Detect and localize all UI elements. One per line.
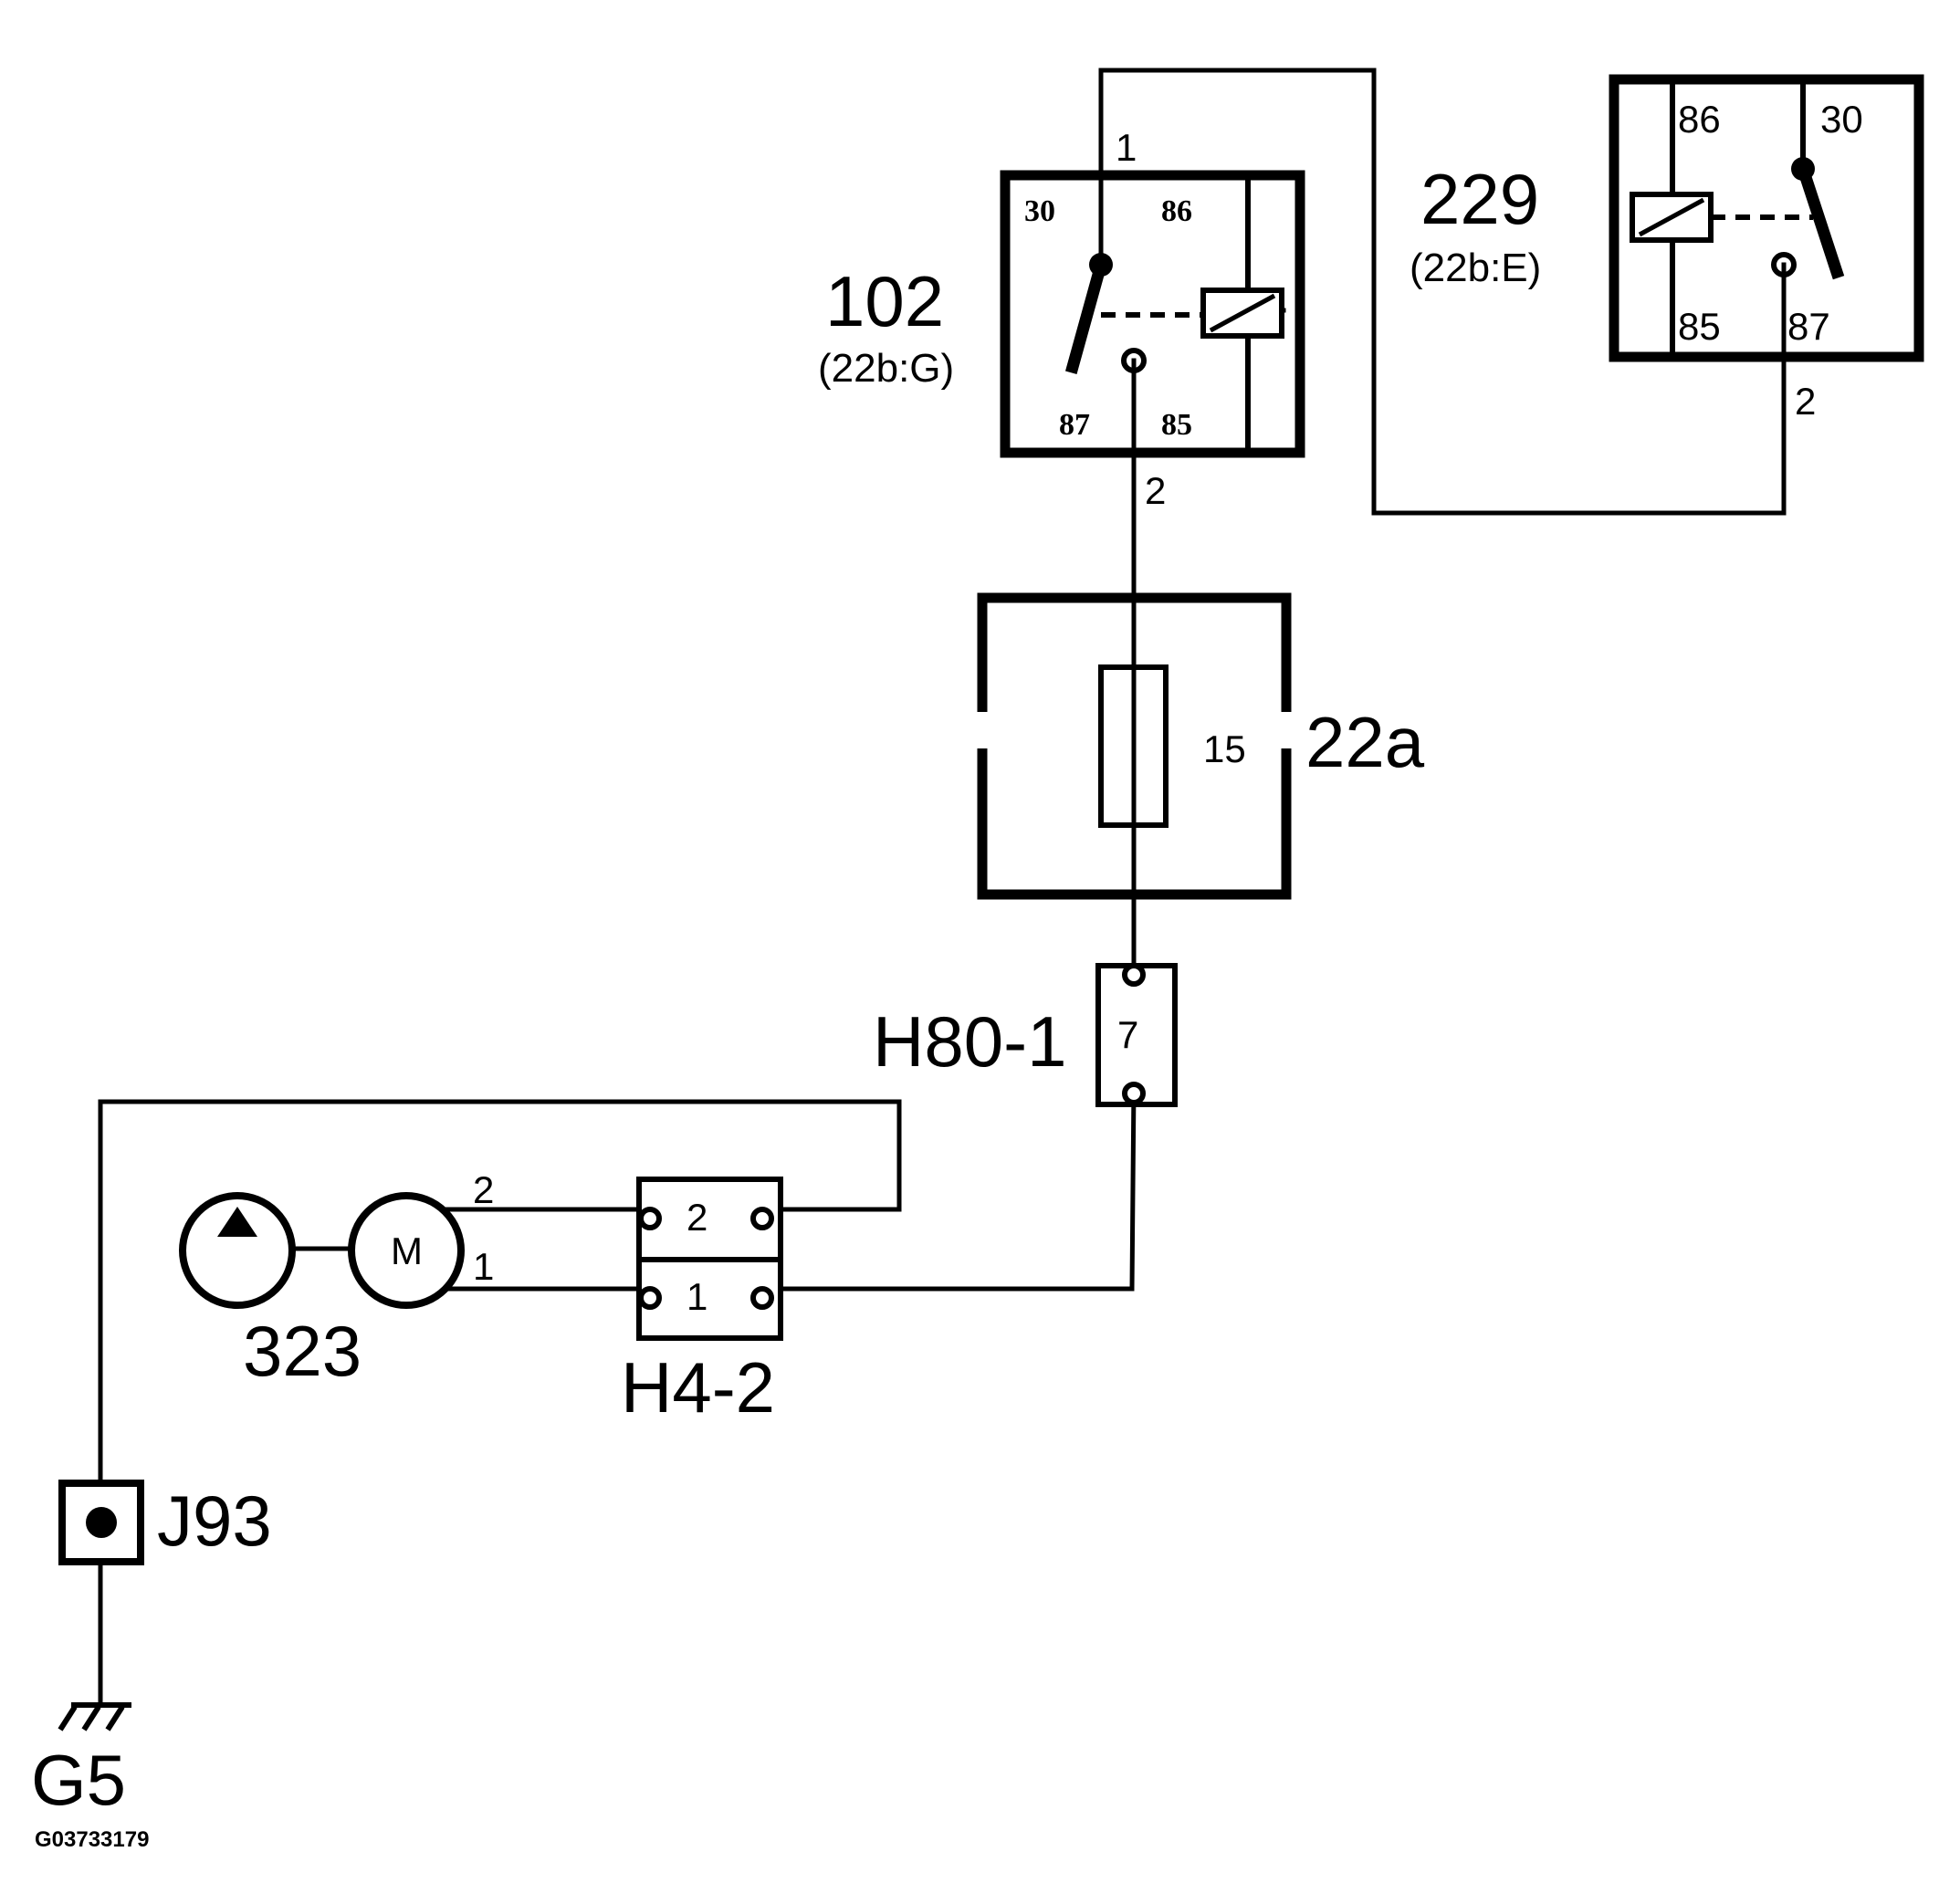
connector-h80-1-pin: 7 (1117, 1013, 1138, 1056)
wire-label-102-in: 1 (1116, 126, 1137, 169)
ground-symbol-tick-2 (81, 1705, 101, 1731)
relay-229-coil-diagonal (1638, 197, 1705, 237)
figure-id: G03733179 (35, 1827, 149, 1852)
pump-motor-323: M 2 1 323 (179, 1168, 498, 1391)
relay-102-coil-diagonal (1209, 293, 1276, 333)
connector-h4-2-label: H4-2 (621, 1347, 775, 1428)
connector-h80-1-label: H80-1 (873, 1001, 1066, 1082)
relay-102-label: 102 (825, 261, 944, 341)
connector-h80-1-terminal-top (1122, 963, 1146, 987)
junction-j93: J93 (58, 1480, 272, 1565)
fuse-box-22a: 15 22a (977, 592, 1425, 900)
relay-102-pin-86: 86 (1161, 194, 1192, 228)
relay-229-housing (1609, 74, 1924, 362)
wire-h80-to-h4 (757, 1083, 1137, 1292)
wire-102-to-229 (1098, 68, 1787, 516)
pump-arrow-icon (217, 1207, 257, 1237)
wires (98, 68, 1787, 1705)
relay-102-switch-blade (1065, 257, 1108, 374)
motor-wire-label-1: 1 (473, 1245, 494, 1288)
motor-wire-label-2: 2 (473, 1168, 494, 1211)
ground-symbol-tick-1 (58, 1705, 78, 1731)
ground-symbol-tick-3 (105, 1705, 125, 1731)
wire-label-229-out: 2 (1795, 380, 1816, 423)
relay-229-pin-30: 30 (1820, 98, 1863, 141)
relay-102-ref: (22b:G) (818, 346, 954, 391)
relay-229-pin-86: 86 (1678, 98, 1721, 141)
wire-h4-to-ground (98, 1099, 902, 1705)
relay-102: 30 86 87 85 102 (22b:G) (818, 170, 1305, 458)
relay-102-housing (1000, 170, 1305, 458)
connector-h4-2-terminal-1-right (750, 1286, 774, 1310)
connector-h4-2-terminal-2-left (638, 1207, 662, 1230)
relay-229-pivot-dot (1791, 157, 1815, 181)
relay-102-pin-85: 85 (1161, 408, 1192, 442)
relay-102-pin-30: 30 (1024, 194, 1055, 228)
motor-symbol: M (391, 1229, 423, 1272)
connector-h4-2-pin-1: 1 (687, 1275, 707, 1318)
junction-j93-dot (86, 1507, 117, 1538)
pump-circle (179, 1192, 296, 1309)
relay-102-pin-87: 87 (1059, 408, 1090, 442)
fuse-box-label: 22a (1305, 702, 1425, 782)
connector-h80-1: 7 H80-1 (873, 963, 1178, 1107)
connector-h80-1-terminal-bottom (1122, 1082, 1146, 1105)
relay-229-switch-blade (1795, 161, 1845, 280)
junction-j93-label: J93 (157, 1480, 272, 1561)
fuse-number: 15 (1203, 727, 1246, 770)
connector-h4-2: 2 1 H4-2 (621, 1177, 783, 1428)
ground-g5-label: G5 (31, 1740, 126, 1820)
relay-229-ref: (22b:E) (1410, 246, 1541, 290)
relay-229: 86 30 85 87 229 (22b:E) (1410, 74, 1924, 362)
pump-motor-label: 323 (243, 1311, 362, 1391)
motor-circle (348, 1192, 465, 1309)
relay-229-pin-87: 87 (1787, 305, 1830, 348)
ground-g5: G5 (31, 1702, 131, 1820)
connector-h4-2-pin-2: 2 (687, 1196, 707, 1239)
connector-h4-2-terminal-2-right (750, 1207, 774, 1230)
fuse-box-housing (977, 592, 1292, 900)
wire-label-102-out: 2 (1145, 469, 1166, 512)
connector-h4-2-terminal-1-left (638, 1286, 662, 1310)
relay-229-pin-85: 85 (1678, 305, 1721, 348)
relay-229-label: 229 (1420, 159, 1539, 239)
